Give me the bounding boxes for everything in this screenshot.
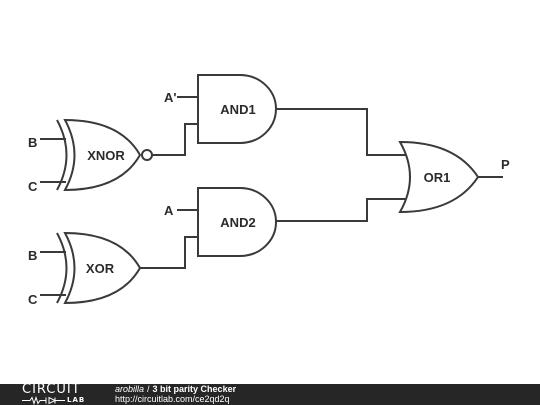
xnor-gate: XNOR (56, 118, 153, 192)
input-label-c-top: C (28, 179, 38, 194)
logo-wordmark-top: CIRCUIT (22, 382, 81, 397)
output-label-p: P (501, 157, 510, 172)
and2-gate-body (197, 187, 277, 257)
and1-gate: AND1 (197, 74, 277, 144)
and2-gate-label: AND2 (220, 215, 255, 230)
or1-gate: OR1 (398, 140, 480, 214)
xnor-inverter-bubble (141, 149, 153, 161)
circuit-credit: arobilla/3 bit parity Checker http://cir… (115, 384, 236, 404)
xor-gate-extra-curve (56, 232, 68, 304)
and1-gate-label: AND1 (220, 102, 255, 117)
input-label-a: A (164, 203, 174, 218)
author-name[interactable]: arobilla (115, 384, 145, 394)
schematic-canvas: XNOR XOR AND1 AND2 OR1 B C B C A' A P (28, 74, 510, 307)
xor-gate-label: XOR (86, 261, 115, 276)
credit-separator: / (147, 384, 150, 394)
xnor-to-and1-wire (152, 123, 199, 156)
circuitlab-logo[interactable]: CIRCUIT LAB (22, 382, 94, 405)
input-label-b-bottom: B (28, 248, 37, 263)
or1-gate-label: OR1 (424, 170, 451, 185)
or1-gate-body (398, 140, 480, 214)
xnor-gate-extra-curve (56, 119, 68, 191)
logo-wordmark-bottom: LAB (67, 396, 86, 404)
input-label-b-top: B (28, 135, 37, 150)
xnor-gate-label: XNOR (87, 148, 125, 163)
xnor-gate-body (63, 118, 142, 192)
input-label-c-bottom: C (28, 292, 38, 307)
and1-to-or1-wire (275, 108, 409, 156)
xor-input-wires (40, 251, 66, 296)
logo-resistor-icon (22, 396, 65, 405)
xor-to-and2-wire (139, 236, 199, 269)
xor-gate-body (63, 231, 142, 305)
xnor-input-wires (40, 138, 66, 183)
and2-to-or1-wire (275, 198, 409, 222)
and2-gate: AND2 (197, 187, 277, 257)
xor-gate: XOR (56, 231, 142, 305)
and1-gate-body (197, 74, 277, 144)
circuit-url[interactable]: http://circuitlab.com/ce2qd2q (115, 394, 230, 404)
footer-bar: CIRCUIT LAB arobilla/3 bit parity Checke… (0, 382, 540, 405)
circuit-title[interactable]: 3 bit parity Checker (152, 384, 237, 394)
input-label-a-prime: A' (164, 90, 176, 105)
